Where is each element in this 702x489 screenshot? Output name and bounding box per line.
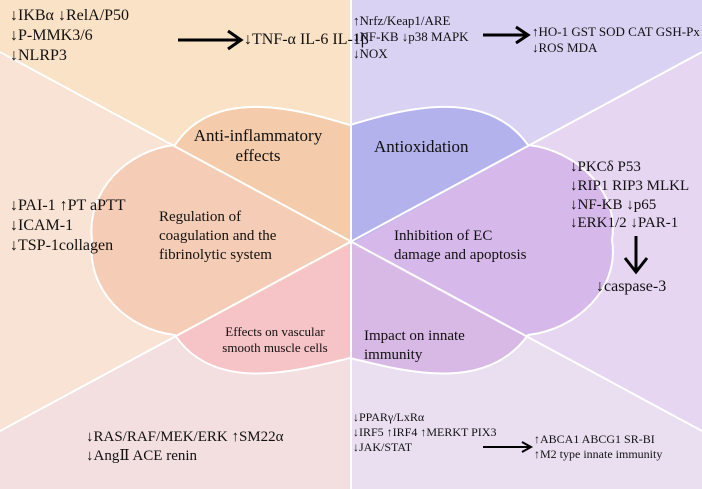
label-coagulation: Regulation of coagulation and the fibrin…: [159, 208, 276, 264]
bottom-left-mechanisms: ↓RAS/RAF/MEK/ERK ↑SM22α ↓AngⅡ ACE renin: [86, 428, 283, 466]
mid-left-line-2: ↓ICAM-1: [10, 217, 74, 234]
label-coagulation-3: fibrinolytic system: [159, 246, 272, 263]
mid-right-line-1: ↓PKCδ P53: [570, 159, 641, 175]
top-left-mechanisms: ↓IKBα ↓RelA/P50 ↓P-MMK3/6 ↓NLRP3: [10, 6, 129, 66]
cloud-outline: [90, 105, 614, 375]
bottom-right-line-2: ↓IRF5 ↑IRF4 ↑MERKT PIX3: [353, 425, 497, 439]
divider-diag-2: [0, 51, 702, 432]
top-left-line-1: ↓IKBα ↓RelA/P50: [10, 7, 130, 24]
label-coagulation-2: coagulation and the: [159, 227, 277, 244]
label-vascular-2: smooth muscle cells: [222, 340, 328, 356]
label-antioxidation: Antioxidation: [374, 137, 469, 156]
label-vascular-1: Effects on vascular: [225, 324, 325, 339]
mid-right-line-3: ↓NF-KB ↓p65: [570, 196, 657, 213]
arrow-down-right: [623, 236, 649, 275]
mid-right-line-4: ↓ERK1/2 ↓PAR-1: [570, 215, 679, 232]
top-right-result: ↑HO-1 GST SOD CAT GSH-Px ↓ROS MDA: [532, 24, 700, 57]
label-vascular: Effects on vascular smooth muscle cells: [200, 324, 350, 357]
top-right-result-1: ↑HO-1 GST SOD CAT GSH-Px: [532, 24, 700, 39]
cloud-mid-right: [351, 106, 613, 374]
label-anti-inflammatory-2: effects: [235, 146, 281, 166]
top-right-result-2: ↓ROS MDA: [532, 40, 598, 56]
bottom-right-line-1: ↓PPARγ/LxRα: [353, 410, 425, 424]
label-ec-damage-1: Inhibition of EC: [394, 228, 493, 244]
bottom-right-result-1: ↑ABCA1 ABCG1 SR-BI: [534, 432, 655, 446]
mid-right-line-2: ↓RIP1 RIP3 MLKL: [570, 177, 690, 194]
bottom-left-line-1: ↓RAS/RAF/MEK/ERK ↑SM22α: [86, 429, 284, 445]
mid-right-mechanisms: ↓PKCδ P53 ↓RIP1 RIP3 MLKL ↓NF-KB ↓p65 ↓E…: [570, 158, 689, 233]
top-left-line-3: ↓NLRP3: [10, 47, 67, 64]
label-immunity-2: immunity: [364, 346, 423, 363]
arrow-top-left: [178, 29, 244, 51]
label-anti-inflammatory-1: Anti-inflammatory: [193, 126, 323, 145]
top-right-line-1: ↑Nrfz/Keap1/ARE: [353, 13, 451, 28]
label-ec-damage-2: damage and apoptosis: [394, 246, 527, 263]
bottom-right-mechanisms: ↓PPARγ/LxRα ↓IRF5 ↑IRF4 ↑MERKT PIX3 ↓JAK…: [353, 410, 496, 455]
label-coagulation-1: Regulation of: [159, 209, 242, 225]
cloud-mid-left: [91, 106, 351, 374]
label-immunity: Impact on innate immunity: [364, 327, 465, 365]
mid-right-result: ↓caspase-3: [596, 278, 667, 295]
top-left-result: ↓TNF-α IL-6 IL-1β: [244, 31, 369, 48]
top-left-line-2: ↓P-MMK3/6: [10, 27, 93, 44]
bottom-left-line-2: ↓AngⅡ ACE renin: [86, 447, 198, 464]
arrow-top-right: [483, 25, 531, 45]
top-right-line-2: ↓NF-KB ↓p38 MAPK: [353, 29, 469, 45]
mid-left-line-3: ↓TSP-1collagen: [10, 237, 114, 254]
top-right-line-3: ↓NOX: [353, 45, 388, 61]
label-ec-damage: Inhibition of EC damage and apoptosis: [394, 227, 526, 265]
top-right-mechanisms: ↑Nrfz/Keap1/ARE ↓NF-KB ↓p38 MAPK ↓NOX: [353, 13, 469, 62]
bottom-right-result: ↑ABCA1 ABCG1 SR-BI ↑M2 type innate immun…: [534, 432, 662, 462]
arrow-bottom-right: [483, 441, 534, 453]
label-immunity-1: Impact on innate: [364, 328, 465, 344]
mid-left-mechanisms: ↓PAI-1 ↑PT aPTT ↓ICAM-1 ↓TSP-1collagen: [10, 196, 126, 256]
label-anti-inflammatory: Anti-inflammatory effects: [178, 126, 338, 167]
mid-left-line-1: ↓PAI-1 ↑PT aPTT: [10, 197, 126, 214]
bottom-right-line-3: ↓JAK/STAT: [353, 440, 413, 454]
bottom-right-result-2: ↑M2 type innate immunity: [534, 447, 663, 461]
